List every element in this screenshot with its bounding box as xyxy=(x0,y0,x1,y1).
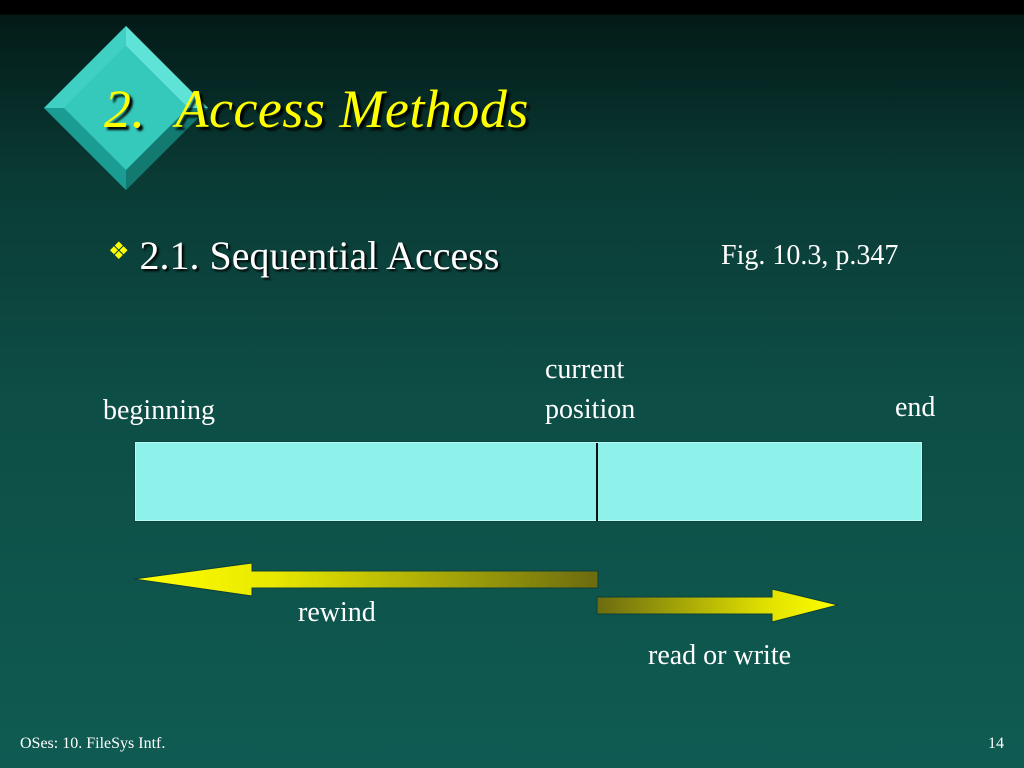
label-end: end xyxy=(895,392,936,423)
bullet-text: 2.1. Sequential Access xyxy=(139,233,500,278)
label-read-or-write: read or write xyxy=(648,640,792,671)
title-text: Access Methods xyxy=(175,79,529,139)
footer-course-label: OSes: 10. FileSys Intf. xyxy=(20,735,166,752)
four-petal-bullet-icon: ❖ xyxy=(108,239,130,265)
file-tape xyxy=(135,442,922,521)
bullet-sequential-access: ❖ 2.1. Sequential Access xyxy=(108,232,499,279)
label-beginning: beginning xyxy=(103,395,215,426)
label-rewind: rewind xyxy=(298,597,376,628)
label-current-line2: position xyxy=(545,394,636,425)
footer-page-number: 14 xyxy=(988,735,1004,752)
teal-diamond-logo xyxy=(44,26,208,190)
current-position-marker xyxy=(596,443,598,521)
read-write-arrow xyxy=(596,588,839,623)
label-current-position: current position xyxy=(545,350,635,430)
label-current-line1: current xyxy=(545,354,625,385)
slide-title: 2. Access Methods xyxy=(104,78,529,140)
figure-reference: Fig. 10.3, p.347 xyxy=(721,240,899,271)
rewind-arrow xyxy=(133,562,599,597)
title-number: 2. xyxy=(104,79,146,139)
